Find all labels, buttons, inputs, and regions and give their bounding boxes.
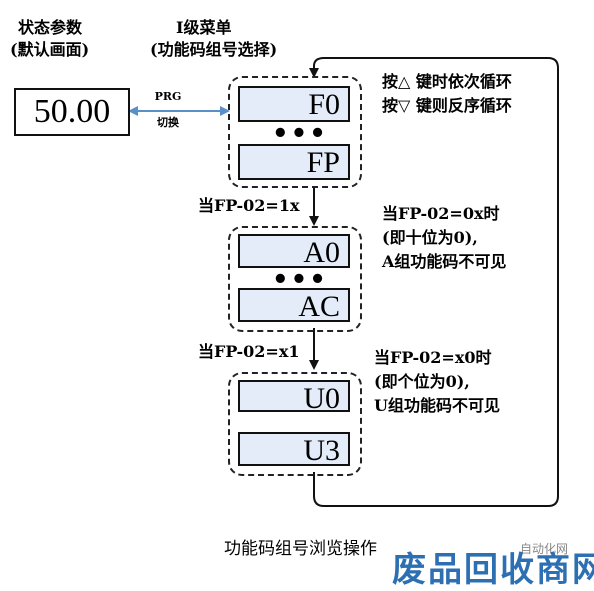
display-a0: A0 (238, 234, 350, 269)
a-note-line1: 当FP-02=0x时 (382, 204, 500, 223)
menu-subtitle: (功能码组号选择) (150, 40, 278, 59)
a-note-line3: A组功能码不可见 (382, 252, 507, 271)
display-u3: U3 (238, 432, 350, 467)
group-f (228, 76, 362, 188)
cycle-note-reverse: 按▽ 键则反序循环 (382, 96, 512, 115)
watermark-small: 自动化网 (520, 542, 569, 556)
menu-title: Ⅰ级菜单 (176, 18, 232, 37)
display-u0: U0 (238, 380, 350, 415)
display-fp: FP (238, 144, 350, 180)
status-subtitle: (默认画面) (10, 40, 90, 59)
caption: 功能码组号浏览操作 (224, 539, 377, 559)
condition-fp02-1x: 当FP-02=1x (198, 196, 300, 215)
prg-label-sub: 切换 (157, 116, 179, 129)
status-title: 状态参数 (18, 18, 83, 37)
ellipsis-a: ••• (272, 265, 328, 295)
ellipsis-f: ••• (272, 119, 328, 149)
group-u (228, 372, 362, 476)
display-f0: F0 (238, 86, 350, 122)
condition-fp02-x1: 当FP-02=x1 (198, 342, 300, 361)
display-ac: AC (238, 288, 350, 323)
group-a (228, 226, 362, 332)
prg-label: PRG (154, 90, 182, 103)
watermark-logo: 废品回收商网 (392, 550, 594, 590)
u-note-line1: 当FP-02=x0时 (374, 348, 492, 367)
status-display: 50.00 (14, 88, 130, 136)
u-note-line2: (即个位为0), (374, 372, 470, 391)
a-note-line2: (即十位为0), (382, 228, 478, 247)
cycle-note-forward: 按△ 键时依次循环 (382, 72, 512, 91)
loop-back-line (309, 57, 559, 507)
u-note-line3: U组功能码不可见 (374, 396, 500, 415)
